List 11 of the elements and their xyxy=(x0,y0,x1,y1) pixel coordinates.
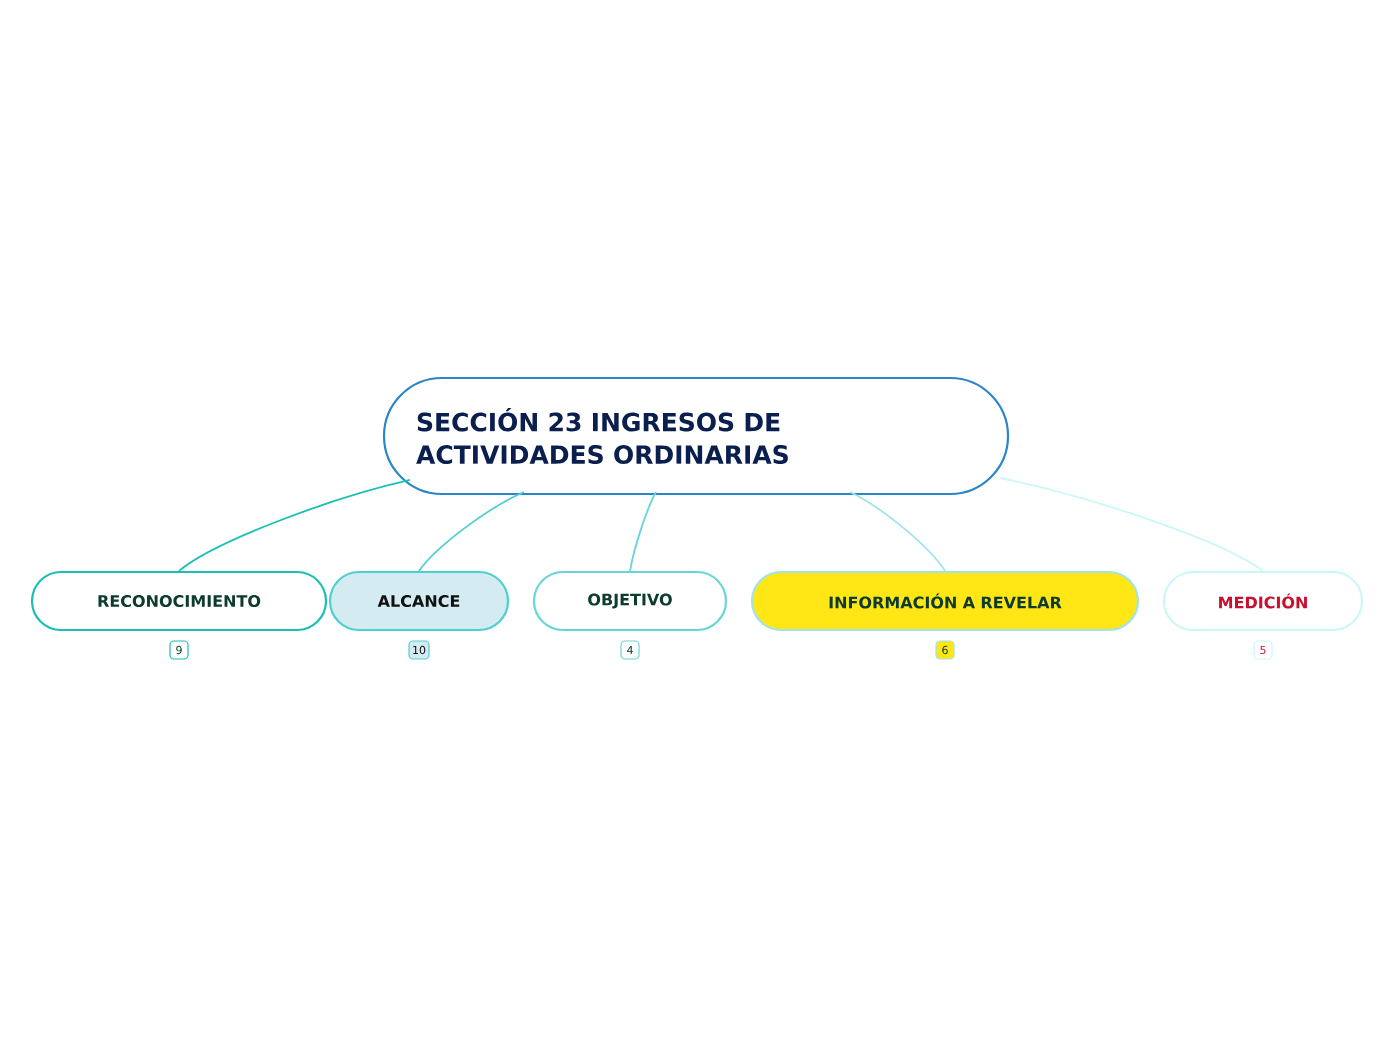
connector-line xyxy=(178,479,411,572)
subtopic-box: OBJETIVO xyxy=(532,570,728,632)
subtopic-box: RECONOCIMIENTO xyxy=(30,570,328,632)
connector-line xyxy=(418,491,525,572)
connector-line xyxy=(629,491,657,572)
connector-line xyxy=(849,491,946,572)
subtopic-box: ALCANCE xyxy=(328,570,510,632)
connector-line xyxy=(999,477,1264,572)
subtopic-box: INFORMACIÓN A REVELAR xyxy=(750,570,1140,632)
topic-box: SECCIÓN 23 INGRESOS DE ACTIVIDADES ORDINARIAS xyxy=(382,376,1010,496)
subtopic-box: MEDICIÓN xyxy=(1162,570,1364,632)
